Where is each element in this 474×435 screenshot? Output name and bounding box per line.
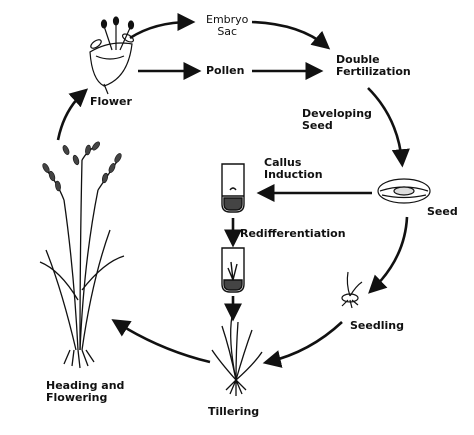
developing-seed-line2: Seed <box>302 119 333 132</box>
callus-induction-label: Callus Induction <box>264 157 323 181</box>
flower-label: Flower <box>90 95 132 108</box>
heading-and-flowering-line1: Heading and <box>46 379 125 392</box>
heading-and-flowering-label: Heading and Flowering <box>46 380 124 404</box>
embryo-sac-line2: Sac <box>217 25 238 38</box>
double-fertilization-line1: Double <box>336 53 380 66</box>
arrow-seedling-to-tillering <box>262 321 343 368</box>
arrow-tillering-to-heading <box>111 319 211 364</box>
seedling-label: Seedling <box>350 319 404 332</box>
arrow-flower-to-embryo-sac <box>129 12 196 40</box>
arrow-seed-to-seedling <box>368 216 409 294</box>
arrow-embryo-sac-to-double-fertilization <box>251 20 331 50</box>
arrow-double-fertilization-to-seed <box>367 87 410 168</box>
tillering-label: Tillering <box>208 405 260 418</box>
arrow-heading-to-flower <box>56 88 89 141</box>
redifferentiation-label: Redifferentiation <box>240 227 346 240</box>
developing-seed-line1: Developing <box>302 107 372 120</box>
test-tube-icon <box>221 247 245 293</box>
rice-plant-icon <box>39 141 125 369</box>
callus-induction-line2: Induction <box>264 168 323 181</box>
callus-induction-line1: Callus <box>264 156 302 169</box>
heading-and-flowering-line2: Flowering <box>46 391 108 404</box>
pollen-label: Pollen <box>206 64 245 77</box>
seedling-icon <box>341 271 363 309</box>
double-fertilization-line2: Fertilization <box>336 65 411 78</box>
cycle-arrows <box>56 12 410 368</box>
seed-label: Seed <box>427 205 458 218</box>
embryo-sac-line1: Embryo <box>206 13 249 26</box>
developing-seed-label: Developing Seed <box>302 108 372 132</box>
seed-icon <box>377 178 431 204</box>
double-fertilization-label: Double Fertilization <box>336 54 411 78</box>
tillering-plant-icon <box>211 315 263 396</box>
embryo-sac-label: Embryo Sac <box>206 14 248 38</box>
test-tube-icon <box>221 163 245 213</box>
flower-icon <box>89 16 135 95</box>
